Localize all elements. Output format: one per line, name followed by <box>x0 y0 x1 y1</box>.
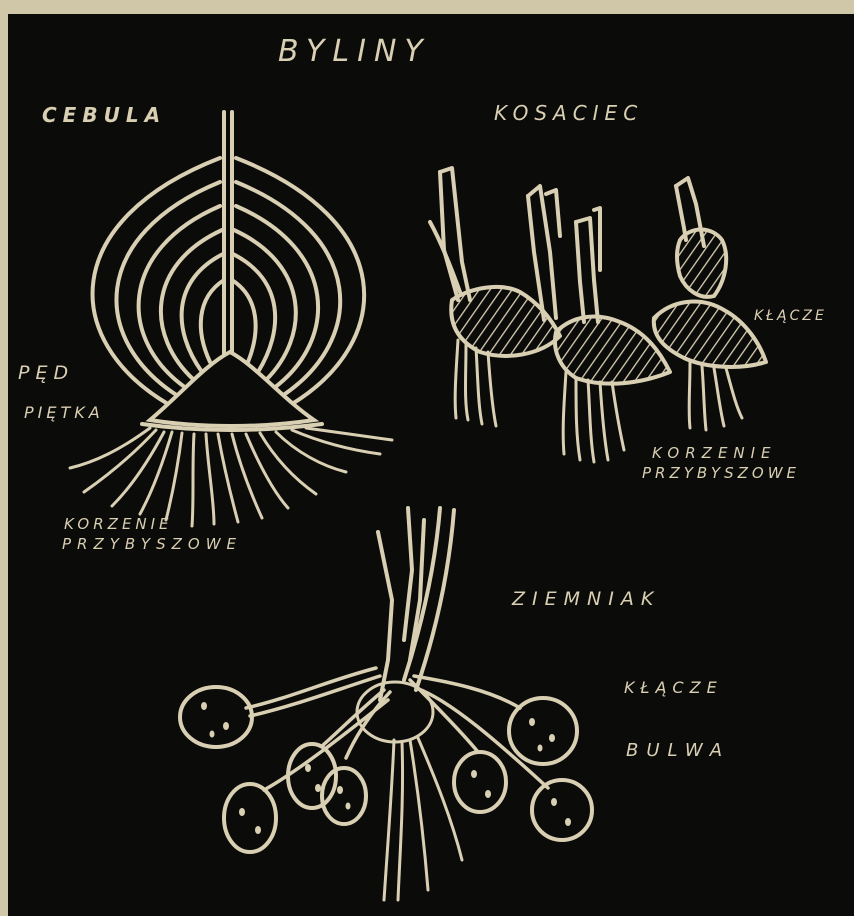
page-title: BYLINY <box>278 34 431 69</box>
potato-drawing <box>180 508 592 900</box>
iris-rhizome-label: KŁĄCZE <box>754 308 827 324</box>
onion-roots-label-line2: PRZYBYSZOWE <box>62 535 242 553</box>
potato-title: ZIEMNIAK <box>512 588 660 610</box>
iris-title: KOSACIEC <box>494 101 643 125</box>
onion-shoot <box>224 112 232 355</box>
tuber-eyes <box>201 702 571 834</box>
onion-roots <box>70 428 392 526</box>
potato-rhizome-label: KŁĄCZE <box>624 678 723 697</box>
tuber <box>224 784 276 852</box>
onion-roots-label-line1: KORZENIE <box>64 515 173 533</box>
iris-drawing <box>430 168 766 462</box>
potato-roots <box>384 738 462 900</box>
potato-stems <box>378 508 454 700</box>
onion-heel-label: PIĘTKA <box>24 403 104 422</box>
tuber <box>532 780 592 840</box>
onion-title: CEBULA <box>42 103 166 127</box>
tuber <box>180 687 252 747</box>
tuber <box>509 698 577 764</box>
potato-tuber-label: BULWA <box>626 740 730 761</box>
iris-roots-label-line1: KORZENIE <box>652 444 777 462</box>
onion-shoot-label: PĘD <box>18 362 74 384</box>
tuber <box>454 752 506 812</box>
iris-roots-label-line2: PRZYBYSZOWE <box>642 464 800 482</box>
onion-drawing <box>70 112 392 526</box>
iris-rhizome <box>451 230 766 384</box>
